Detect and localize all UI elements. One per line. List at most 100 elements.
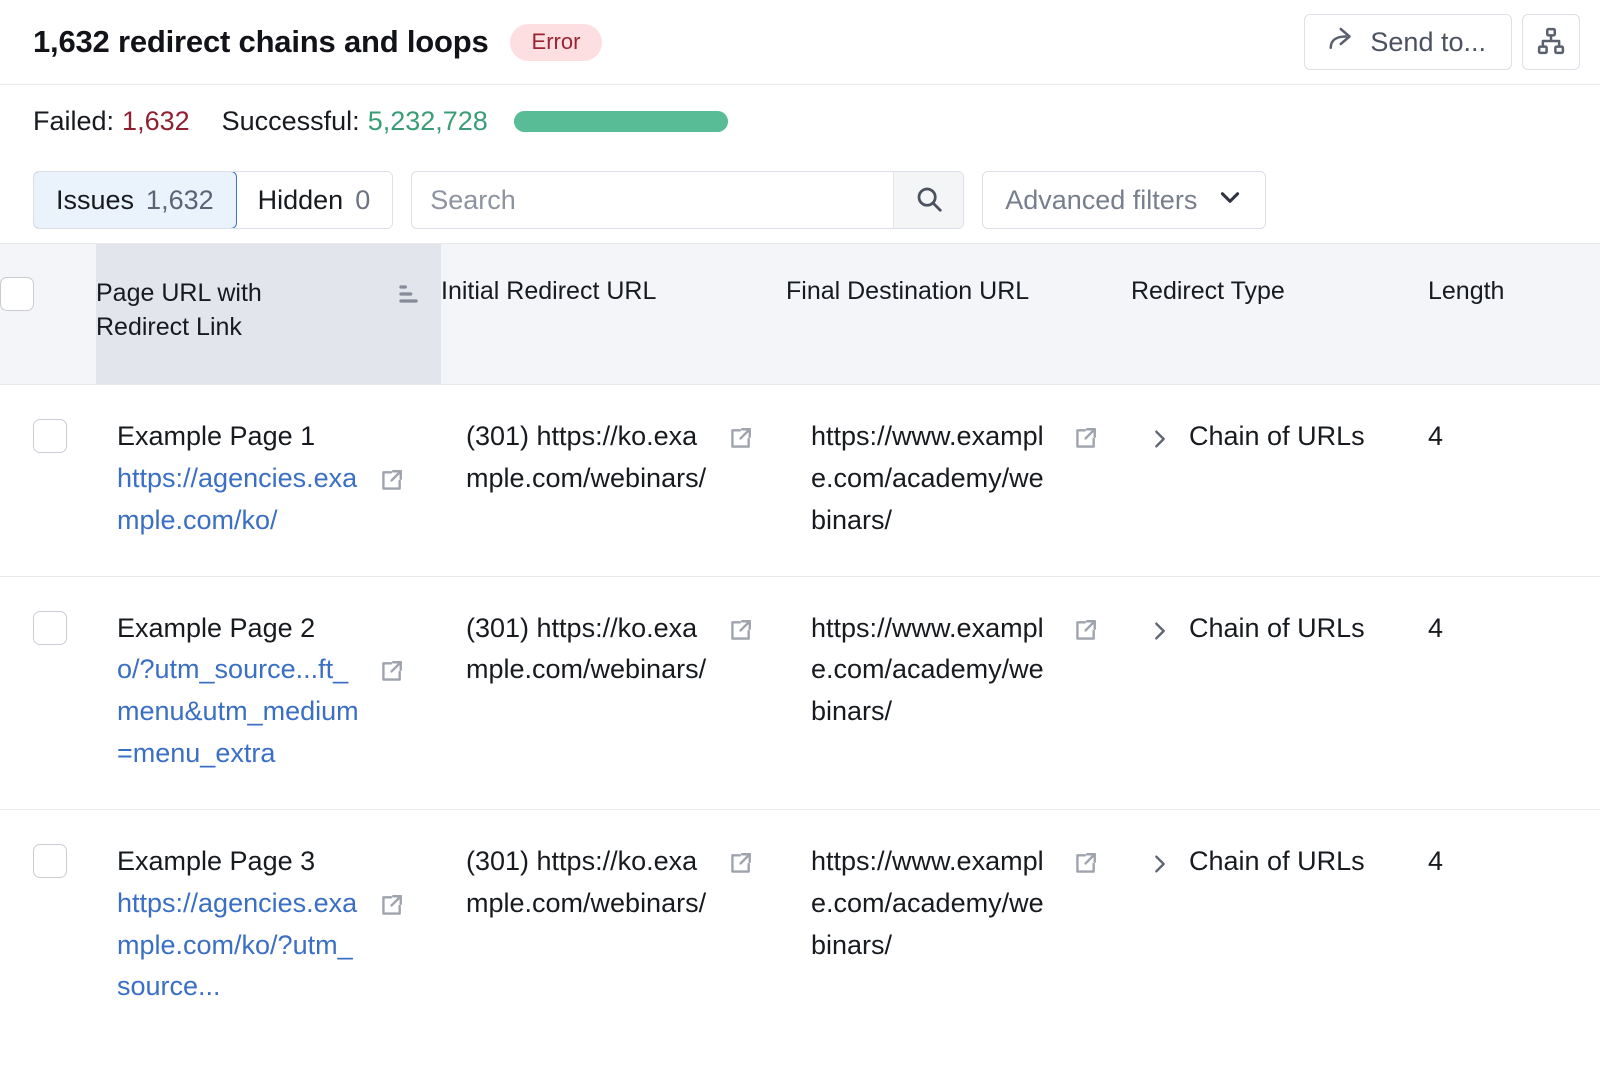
table-body: Example Page 1 https://agencies.example.… xyxy=(0,384,1600,1043)
external-link-icon[interactable] xyxy=(727,423,753,465)
length-value: 4 xyxy=(1428,612,1444,643)
tab-issues-count: 1,632 xyxy=(146,184,214,215)
page-title-text: Example Page 3 xyxy=(117,845,316,876)
cell-final-destination-url: https://www.example.com/academy/webinars… xyxy=(786,576,1131,809)
redirect-type-text: Chain of URLs xyxy=(1189,421,1365,451)
page-header: 1,632 redirect chains and loops Error Se… xyxy=(0,0,1600,85)
external-link-icon[interactable] xyxy=(1072,615,1098,657)
search-button[interactable] xyxy=(893,172,964,228)
row-select-cell xyxy=(0,385,96,577)
row-checkbox[interactable] xyxy=(33,419,67,453)
column-header-final-destination-url[interactable]: Final Destination URL xyxy=(786,243,1131,385)
page-url-link[interactable]: https://agencies.example.com/ko/?utm_sou… xyxy=(117,887,358,1002)
column-header-initial-redirect-url-label: Initial Redirect URL xyxy=(441,277,657,305)
issues-hidden-toggle: Issues 1,632 Hidden 0 xyxy=(33,171,394,229)
stats-row: Failed: 1,632 Successful: 5,232,728 xyxy=(0,85,1600,157)
filter-row: Issues 1,632 Hidden 0 Advanced filters xyxy=(0,157,1600,243)
column-header-page-url-label: Page URL with Redirect Link xyxy=(96,279,262,341)
tab-hidden-label: Hidden xyxy=(257,184,344,215)
progress-bar-fill xyxy=(513,110,728,132)
external-link-icon[interactable] xyxy=(378,656,404,698)
cell-page-url: Example Page 2 o/?utm_source...ft_menu&u… xyxy=(96,576,441,809)
tab-issues[interactable]: Issues 1,632 xyxy=(34,172,237,228)
cell-final-destination-url: https://www.example.com/academy/webinars… xyxy=(786,385,1131,577)
external-link-icon[interactable] xyxy=(727,615,753,657)
header-actions: Send to... xyxy=(1304,14,1580,70)
cell-length: 4 xyxy=(1428,576,1600,809)
length-value: 4 xyxy=(1428,421,1444,451)
advanced-filters-dropdown[interactable]: Advanced filters xyxy=(982,171,1267,229)
external-link-icon[interactable] xyxy=(1072,848,1098,890)
send-to-label: Send to... xyxy=(1370,26,1486,57)
column-header-final-destination-url-label: Final Destination URL xyxy=(786,277,1030,305)
cell-initial-redirect-url: (301) https://ko.example.com/webinars/ xyxy=(441,809,786,1042)
progress-bar xyxy=(513,110,728,132)
sitemap-button[interactable] xyxy=(1522,14,1580,70)
length-value: 4 xyxy=(1428,845,1444,876)
status-badge: Error xyxy=(509,23,603,61)
sort-ascending-icon[interactable] xyxy=(395,281,421,314)
chevron-right-icon[interactable] xyxy=(1149,421,1171,463)
cell-redirect-type: Chain of URLs xyxy=(1131,385,1428,577)
tab-hidden[interactable]: Hidden 0 xyxy=(235,172,393,228)
cell-page-url: Example Page 1 https://agencies.example.… xyxy=(96,385,441,577)
select-all-checkbox[interactable] xyxy=(0,277,34,311)
successful-value: 5,232,728 xyxy=(367,105,488,136)
column-header-redirect-type[interactable]: Redirect Type xyxy=(1131,243,1428,385)
search-icon xyxy=(914,184,944,217)
cell-initial-redirect-url: (301) https://ko.example.com/webinars/ xyxy=(441,385,786,577)
chevron-right-icon[interactable] xyxy=(1149,846,1171,888)
tab-hidden-count: 0 xyxy=(355,184,371,215)
table-header: Page URL with Redirect Link Initial Redi… xyxy=(0,243,1600,385)
column-header-length-label: Length xyxy=(1428,277,1505,305)
share-arrow-icon xyxy=(1327,24,1357,61)
chevron-down-icon xyxy=(1217,184,1243,217)
column-header-redirect-type-label: Redirect Type xyxy=(1131,277,1285,305)
column-header-length[interactable]: Length xyxy=(1428,243,1600,385)
cell-length: 4 xyxy=(1428,385,1600,577)
page-url-link[interactable]: https://agencies.example.com/ko/ xyxy=(117,462,358,535)
row-select-cell xyxy=(0,809,96,1042)
send-to-button[interactable]: Send to... xyxy=(1304,14,1512,70)
initial-redirect-url-text: (301) https://ko.example.com/webinars/ xyxy=(466,421,707,493)
chevron-right-icon[interactable] xyxy=(1149,613,1171,655)
external-link-icon[interactable] xyxy=(378,890,404,932)
final-destination-url-text: https://www.example.com/academy/webinars… xyxy=(811,612,1044,727)
search-box xyxy=(411,171,965,229)
table-row: Example Page 3 https://agencies.example.… xyxy=(0,809,1600,1042)
page-title-text: Example Page 2 xyxy=(117,612,316,643)
final-destination-url-text: https://www.example.com/academy/webinars… xyxy=(811,421,1044,535)
row-checkbox[interactable] xyxy=(33,610,67,645)
sitemap-icon xyxy=(1536,26,1566,59)
row-checkbox[interactable] xyxy=(33,843,67,878)
initial-redirect-url-text: (301) https://ko.example.com/webinars/ xyxy=(466,612,707,685)
issues-table: Page URL with Redirect Link Initial Redi… xyxy=(0,243,1600,1042)
advanced-filters-label: Advanced filters xyxy=(1005,184,1198,215)
cell-length: 4 xyxy=(1428,809,1600,1042)
page-title: 1,632 redirect chains and loops xyxy=(33,24,489,59)
select-all-header xyxy=(0,243,96,385)
row-select-cell xyxy=(0,576,96,809)
tab-issues-label: Issues xyxy=(56,184,135,215)
column-header-initial-redirect-url[interactable]: Initial Redirect URL xyxy=(441,243,786,385)
redirect-type-text: Chain of URLs xyxy=(1189,845,1365,876)
failed-value: 1,632 xyxy=(122,105,190,136)
search-input[interactable] xyxy=(412,172,894,228)
page-url-link[interactable]: o/?utm_source...ft_menu&utm_medium=menu_… xyxy=(117,654,359,769)
column-header-page-url[interactable]: Page URL with Redirect Link xyxy=(96,243,441,385)
redirect-type-text: Chain of URLs xyxy=(1189,612,1365,643)
cell-page-url: Example Page 3 https://agencies.example.… xyxy=(96,809,441,1042)
cell-final-destination-url: https://www.example.com/academy/webinars… xyxy=(786,809,1131,1042)
table-row: Example Page 1 https://agencies.example.… xyxy=(0,384,1600,577)
table-header-row: Page URL with Redirect Link Initial Redi… xyxy=(0,243,1600,385)
initial-redirect-url-text: (301) https://ko.example.com/webinars/ xyxy=(466,845,707,918)
external-link-icon[interactable] xyxy=(378,465,404,507)
cell-initial-redirect-url: (301) https://ko.example.com/webinars/ xyxy=(441,576,786,809)
successful-label: Successful: xyxy=(221,105,360,136)
table-row: Example Page 2 o/?utm_source...ft_menu&u… xyxy=(0,576,1600,809)
external-link-icon[interactable] xyxy=(1072,423,1098,465)
external-link-icon[interactable] xyxy=(727,848,753,890)
cell-redirect-type: Chain of URLs xyxy=(1131,809,1428,1042)
cell-redirect-type: Chain of URLs xyxy=(1131,576,1428,809)
page-title-text: Example Page 1 xyxy=(117,421,316,451)
